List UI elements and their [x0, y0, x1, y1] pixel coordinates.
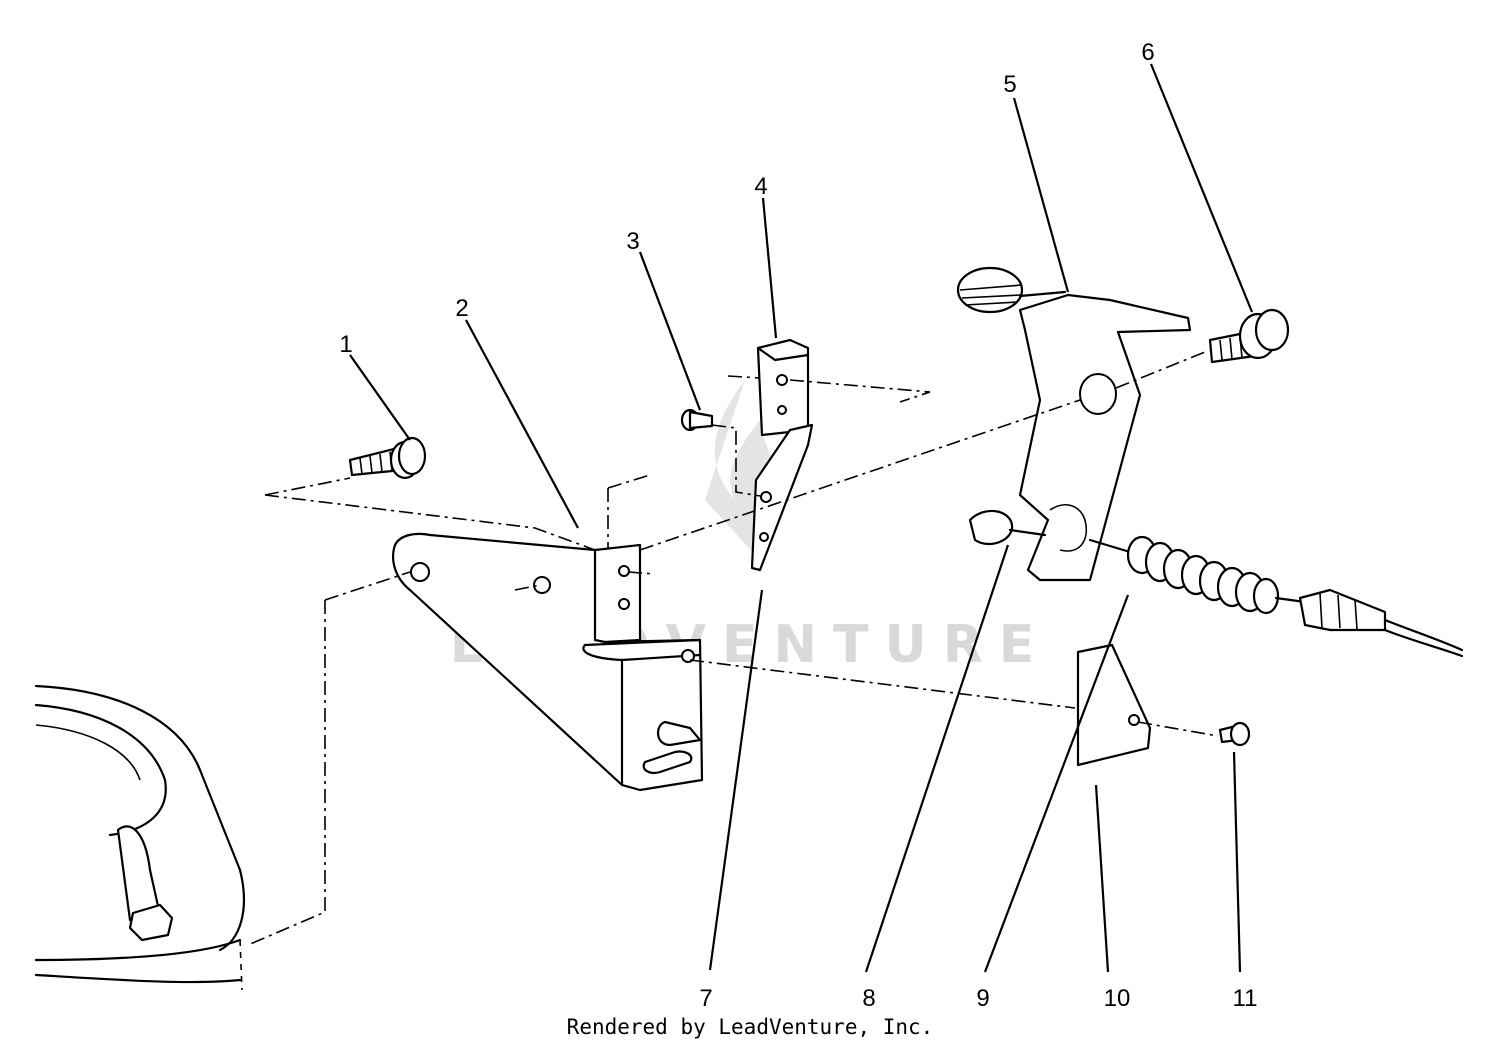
pin-part-3 [680, 408, 714, 432]
part-label-9: 9 [976, 985, 989, 1012]
part-label-10: 10 [1104, 985, 1131, 1012]
screw-part-1 [348, 436, 427, 480]
lever-part-5 [956, 266, 1192, 582]
part-label-2: 2 [455, 295, 468, 322]
part-label-11: 11 [1233, 985, 1258, 1012]
part-label-4: 4 [754, 173, 767, 200]
leader-lines [349, 63, 1254, 973]
part-labels: 1 2 3 4 5 6 7 8 9 10 11 [339, 39, 1257, 1012]
part-label-3: 3 [626, 228, 639, 255]
part-label-8: 8 [862, 985, 875, 1012]
part-label-1: 1 [339, 331, 352, 358]
part-label-5: 5 [1003, 71, 1016, 98]
plate-part-10 [1076, 643, 1152, 767]
clip-part-4 [750, 338, 814, 572]
footer-credit: Rendered by LeadVenture, Inc. [567, 1015, 934, 1039]
engine-housing [34, 684, 245, 991]
spring [1126, 535, 1280, 615]
part-label-6: 6 [1141, 39, 1154, 66]
alignment-lines [247, 351, 1219, 946]
main-bracket [392, 532, 704, 792]
screw-part-11 [1218, 721, 1251, 747]
part-label-7: 7 [699, 985, 712, 1012]
cable-assembly [968, 509, 1464, 658]
bolt-part-6 [1208, 308, 1290, 364]
